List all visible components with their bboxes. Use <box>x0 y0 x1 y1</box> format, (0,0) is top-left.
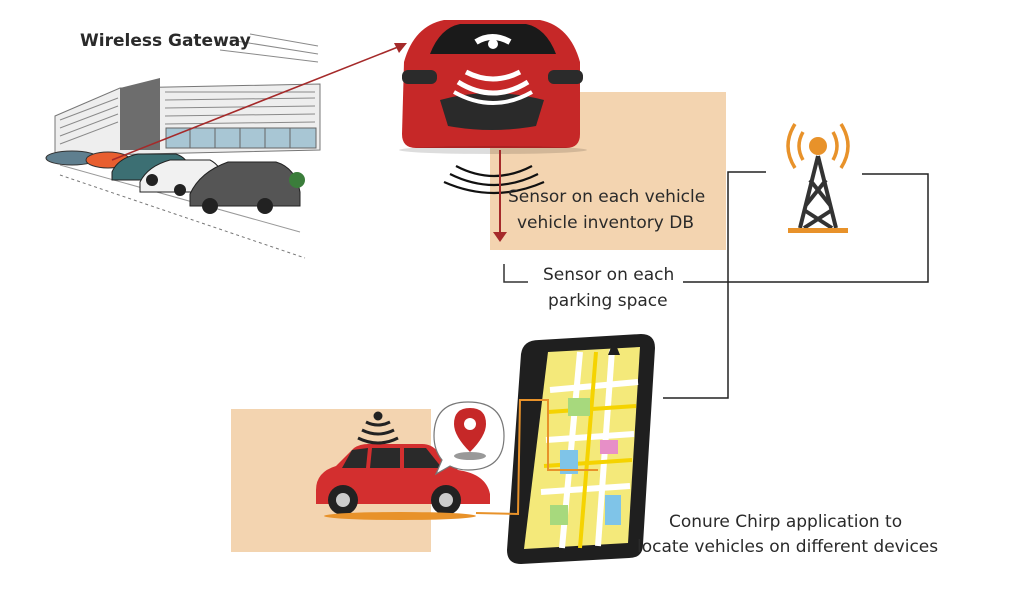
parking-sensor-label-line1: Sensor on each <box>543 265 675 285</box>
vehicle-sensor-label-line2: vehicle inventory DB <box>517 213 695 233</box>
radio-tower-icon <box>786 123 850 233</box>
parking-label-bracket <box>503 264 528 283</box>
gateway-to-car-arrow <box>111 43 407 161</box>
route-lines <box>475 399 598 516</box>
car-signal-icon <box>443 165 545 195</box>
red-car-front <box>399 20 587 154</box>
gateway-label: Wireless Gateway <box>80 31 251 51</box>
warehouse-sketch <box>45 33 321 259</box>
smartphone-map <box>507 334 655 564</box>
parking-sensor-label-line2: parking space <box>548 291 668 311</box>
red-hatchback <box>316 444 490 520</box>
wifi-signal-icon <box>357 411 399 445</box>
map-pin-icon <box>433 401 505 476</box>
vehicle-sensor-arrow <box>493 150 507 242</box>
parked-cars <box>45 150 305 214</box>
app-label-line1: Conure Chirp application to <box>669 512 903 532</box>
vehicle-sensor-label-line1: Sensor on each vehicle <box>508 187 706 207</box>
app-label-line2: locate vehicles on different devices <box>637 537 939 557</box>
network-connector-lines <box>663 171 929 399</box>
